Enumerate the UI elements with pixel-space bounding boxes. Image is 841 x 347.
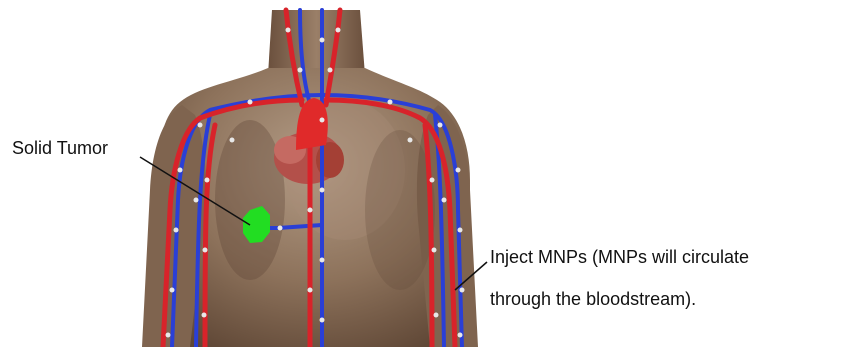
inject-mnps-label-line1: Inject MNPs (MNPs will circulate: [490, 246, 749, 268]
inject-mnps-label-line2: through the bloodstream).: [490, 288, 696, 310]
solid-tumor-label: Solid Tumor: [12, 137, 108, 159]
